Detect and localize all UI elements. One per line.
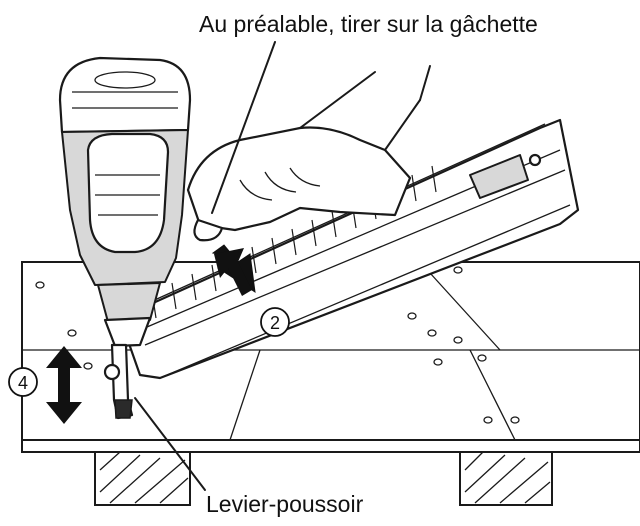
trigger-instruction-label: Au préalable, tirer sur la gâchette [199,11,538,37]
operator-hand [186,65,431,242]
step-number-2: 2 [270,313,280,333]
nail-holes [35,266,520,424]
step-number-4: 4 [18,373,28,393]
nail-magazine [118,118,580,380]
contact-arm-leader-line [134,397,206,491]
trigger-leader-line [211,41,276,214]
joists [94,451,553,506]
step-circle-2: 2 [260,307,290,337]
step-circle-4: 4 [8,367,38,397]
contact-arm [103,343,134,420]
leader-lines [134,41,276,491]
updown-arrow [46,346,82,424]
push-arrow [211,244,256,296]
nailer-body [58,56,192,348]
contact-arm-label: Levier-poussoir [206,491,364,517]
